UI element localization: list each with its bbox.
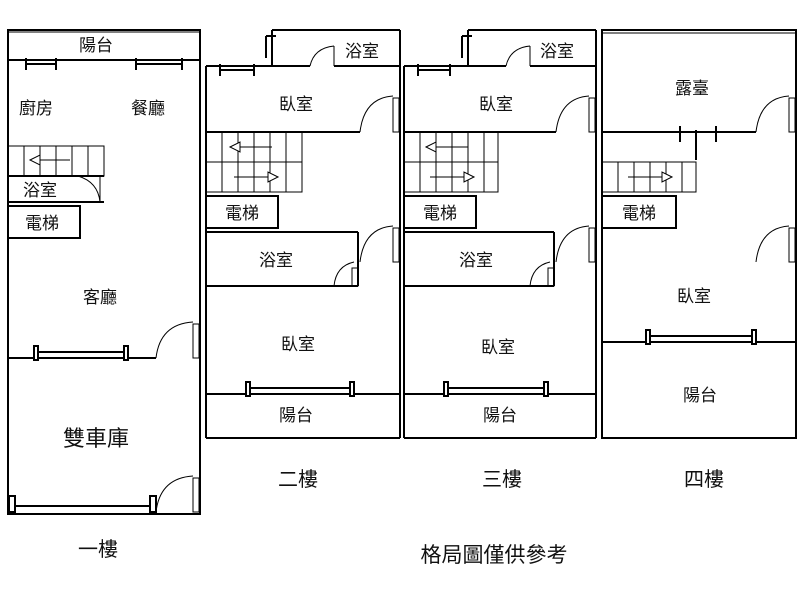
floor-3-plan xyxy=(403,29,597,439)
floor-1-stairs xyxy=(7,145,105,177)
floor-4-plan xyxy=(601,29,797,439)
floor-1-dining-label: 餐廳 xyxy=(131,99,165,119)
floor-3-title: 三樓 xyxy=(482,467,522,491)
floor-3-top-window xyxy=(417,35,472,76)
floor-2-bedroom-bottom-label: 臥室 xyxy=(281,335,315,355)
floor-1-plan xyxy=(7,29,201,515)
floor-1-living-door xyxy=(155,321,200,359)
floor-3-bathroom-mid-label: 浴室 xyxy=(459,251,493,271)
floor-3-top-bathroom-door xyxy=(505,45,531,67)
floor-4-terrace-window xyxy=(679,126,717,160)
floor-2-bedroom-top-label: 臥室 xyxy=(279,95,313,115)
floor-1-title: 一樓 xyxy=(78,537,118,561)
floor-3-balcony-label: 陽台 xyxy=(483,406,517,426)
floor-2-balcony-window xyxy=(245,381,355,397)
floor-1-balcony-window-left xyxy=(25,58,57,70)
floor-2-top-bathroom-door xyxy=(309,45,335,67)
floor-2-bathroom-door xyxy=(333,261,359,287)
floor-3-bedroom-top-label: 臥室 xyxy=(479,95,513,115)
floor-2-bathroom-mid-label: 浴室 xyxy=(259,251,293,271)
disclaimer-note: 格局圖僅供參考 xyxy=(421,543,568,567)
floor-3-balcony-window xyxy=(443,381,549,397)
floor-1-bathroom-label: 浴室 xyxy=(23,181,57,201)
floor-4-elevator-box xyxy=(601,195,677,229)
floor-4-terrace-door xyxy=(755,95,796,133)
floor-1-balcony-label: 陽台 xyxy=(79,36,113,56)
floor-2-stairs xyxy=(205,131,303,193)
floor-2-bedroom-top-door xyxy=(359,95,400,133)
floor-2-bathroom-top-label: 浴室 xyxy=(345,42,379,62)
floor-3-bathroom-door xyxy=(529,261,555,287)
floor-2-title: 二樓 xyxy=(278,467,318,491)
floor-3-bedroom-bottom-label: 臥室 xyxy=(481,338,515,358)
floor-3-elevator-label: 電梯 xyxy=(423,204,457,224)
floor-3-hall-door xyxy=(555,225,596,263)
floor-3-elevator-box xyxy=(403,195,477,229)
floor-2-hall-door xyxy=(359,225,400,263)
floor-4-hall-door xyxy=(755,225,796,263)
floor-1-balcony-window-right xyxy=(135,58,183,70)
floor-4-title: 四樓 xyxy=(684,467,724,491)
floor-1-living-label: 客廳 xyxy=(83,288,117,308)
floor-3-bathroom-top-label: 浴室 xyxy=(540,42,574,62)
floor-1-bathroom-door-arc xyxy=(77,175,101,203)
floor-2-top-window xyxy=(219,35,276,76)
floor-4-stairs xyxy=(601,161,697,193)
floor-2-elevator-box xyxy=(205,195,279,229)
floor-1-outline xyxy=(7,29,201,515)
floor-2-balcony-label: 陽台 xyxy=(279,406,313,426)
floor-4-bedroom-label: 臥室 xyxy=(677,287,711,307)
floor-1-elevator-box xyxy=(7,205,81,239)
floor-4-outline xyxy=(601,29,797,439)
floor-2-plan xyxy=(205,29,401,439)
floor-3-stairs xyxy=(403,131,499,193)
floor-3-bedroom-top-door xyxy=(555,95,596,133)
floor-1-living-window xyxy=(33,345,129,361)
floor-4-terrace-label: 露臺 xyxy=(675,79,709,99)
floor-4-elevator-label: 電梯 xyxy=(622,204,656,224)
floor-2-elevator-label: 電梯 xyxy=(225,204,259,224)
floor-1-garage-door xyxy=(8,475,200,513)
floor-1-kitchen-label: 廚房 xyxy=(19,98,53,119)
floor-4-balcony-label: 陽台 xyxy=(683,386,717,406)
floor-1-elevator-label: 電梯 xyxy=(25,214,59,234)
floor-4-balcony-window xyxy=(645,329,757,345)
floor-1-garage-label: 雙車庫 xyxy=(63,427,129,452)
